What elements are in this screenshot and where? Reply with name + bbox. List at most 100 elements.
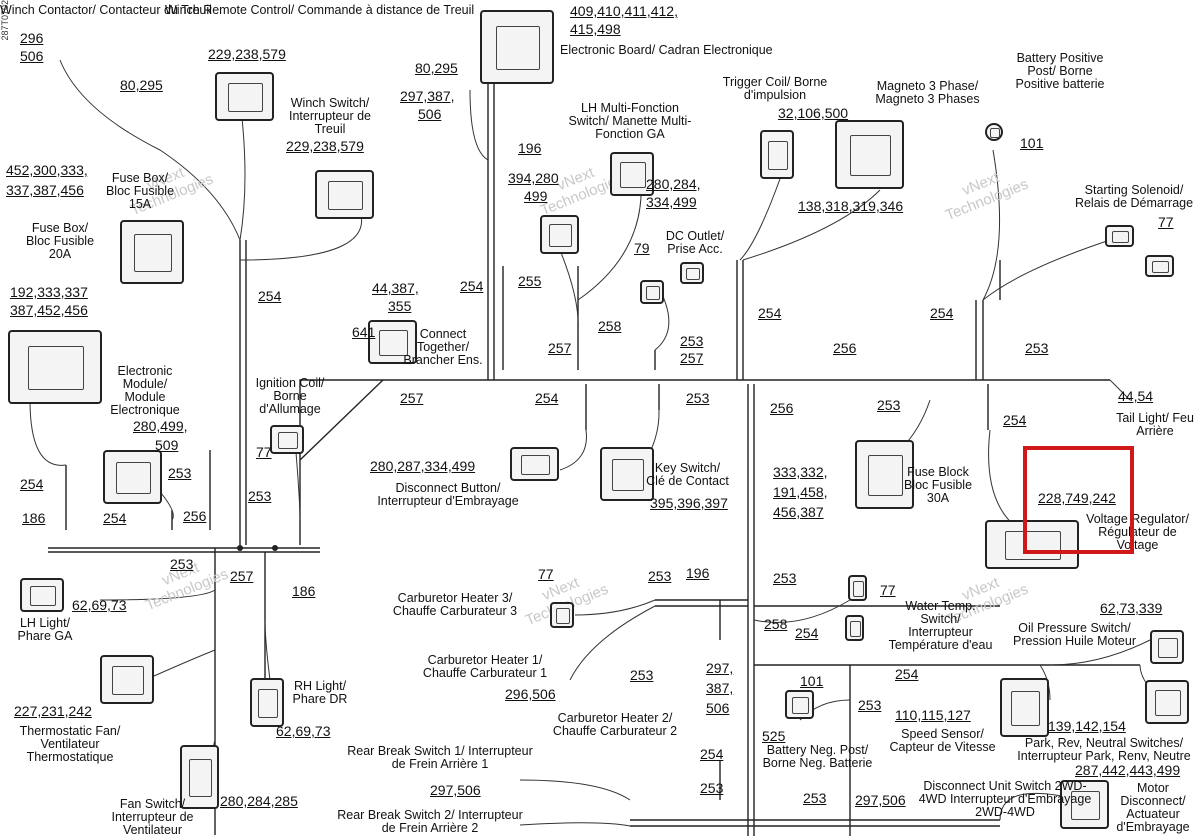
rh-light-connector[interactable] (250, 678, 284, 727)
winch-switch-connector[interactable] (315, 170, 374, 219)
connect-together-connector[interactable] (368, 320, 417, 364)
carb-heater-1-label: Carburetor Heater 1/ Chauffe Carburateur… (410, 654, 560, 680)
wire-tag-196: 196 (686, 565, 710, 581)
winch-contactor-part-b: 506 (20, 48, 44, 64)
disconnect-button-label: Disconnect Button/ Interrupteur d'Embray… (368, 482, 528, 508)
starting-solenoid-label: Starting Solenoid/ Relais de Démarrage (1068, 184, 1200, 210)
winch-remote-connector[interactable] (215, 72, 274, 121)
wire-tag-254: 254 (930, 305, 954, 321)
electronic-module-connector[interactable] (103, 450, 162, 504)
battery-neg-name: Battery Neg. Post/ Borne Neg. Batterie (762, 743, 873, 770)
rh-light-label: RH Light/ Phare DR (285, 680, 355, 706)
fuse-box-15a-icon[interactable] (120, 220, 184, 284)
key-switch-icon[interactable] (600, 447, 654, 501)
dc-outlet-connector[interactable] (680, 262, 704, 284)
highlight-box (1023, 446, 1134, 554)
lh-multi-parts-d: 334,499 (646, 194, 697, 210)
battery-neg-terminal-icon[interactable] (785, 690, 814, 719)
winch-switch-name: Winch Switch/ Interrupteur de Treuil (289, 96, 371, 136)
wire-tag-254: 254 (758, 305, 782, 321)
fuse-block-30a-icon[interactable] (855, 440, 914, 509)
wire-tag-253: 253 (630, 667, 654, 683)
wire-tag-256: 256 (770, 400, 794, 416)
rh-light-parts: 62,69,73 (276, 723, 331, 739)
fan-switch-connector[interactable] (180, 745, 219, 809)
disconnect-button-parts: 280,287,334,499 (370, 458, 476, 474)
wire-tag-257: 257 (548, 340, 572, 356)
electronic-module-parts-a: 280,499, (133, 418, 188, 434)
oil-pressure-parts: 62,73,339 (1100, 600, 1163, 616)
motor-disconnect-connector[interactable] (1060, 780, 1109, 829)
lh-multi-switch-plug[interactable] (540, 215, 579, 254)
disconnect-button-name: Disconnect Button/ Interrupteur d'Embray… (377, 481, 519, 508)
fuse-box-15-name: Fuse Box/ Bloc Fusible 15A (105, 171, 175, 211)
water-temp-connector[interactable] (848, 575, 867, 601)
battery-positive-terminal-icon[interactable] (985, 123, 1003, 141)
harness-branch (299, 379, 384, 461)
starting-solenoid-connector-a[interactable] (1105, 225, 1134, 247)
wire-tag-254: 254 (535, 390, 559, 406)
motor-disconnect-name: Motor Disconnect/ Actuateur d'Embrayage (1116, 781, 1190, 834)
battery-neg-parts-b: 525 (762, 728, 786, 744)
winch-remote-name: Winch Remote Control/ Commande à distanc… (165, 3, 475, 17)
fuse-block-30-name: Fuse Block Bloc Fusible 30A (903, 465, 973, 505)
wire-tag-253: 253 (877, 397, 901, 413)
connect-together-parts-b: 355 (388, 298, 412, 314)
wire-tag-253: 253 (803, 790, 827, 806)
disconnect-button-connector[interactable] (510, 447, 559, 481)
ignition-coil-connector[interactable] (270, 425, 304, 454)
wire-tag-256: 256 (833, 340, 857, 356)
fuse-parts-top-b: 337,387,456 (6, 182, 84, 198)
wire-tag-257: 257 (680, 350, 704, 366)
fan-switch-parts: 280,284,285 (220, 793, 298, 809)
fuse-block-30-parts-b: 191,458, (773, 484, 828, 500)
carb-heater-2-label: Carburetor Heater 2/ Chauffe Carburateur… (540, 712, 690, 738)
voltage-regulator-connector[interactable] (985, 520, 1079, 569)
wire-tag-186: 186 (292, 583, 316, 599)
starting-solenoid-connector-b[interactable] (1145, 255, 1174, 277)
dc-outlet-parts: 79 (634, 240, 650, 256)
neutral-switches-connector[interactable] (1145, 680, 1189, 724)
tail-light-parts: 44,54 (1118, 388, 1154, 404)
thermostatic-fan-name: Thermostatic Fan/ Ventilateur Thermostat… (19, 724, 121, 764)
speedo-parts-c: 506 (418, 106, 442, 122)
wire-tag-253: 253 (680, 333, 704, 349)
water-temp-plug[interactable] (845, 615, 864, 641)
carb-heater-3-label: Carburetor Heater 3/ Chauffe Carburateur… (385, 592, 525, 618)
electronic-board-connector[interactable] (480, 10, 554, 84)
fuse-box-20a-icon[interactable] (8, 330, 102, 404)
rear-brake-1-parts: 297,506 (430, 782, 481, 798)
carb-heater-3-connector[interactable] (550, 602, 574, 628)
thermostatic-fan-connector[interactable] (100, 655, 154, 704)
fan-switch-name: Fan Switch/ Interrupteur de Ventilateur (111, 797, 194, 837)
lh-light-connector[interactable] (20, 578, 64, 612)
lh-multi-switch-connector[interactable] (610, 152, 654, 196)
battery-pos-name: Battery Positive Post/ Borne Positive ba… (1015, 51, 1105, 91)
electronic-module-name: Electronic Module/ Module Electronique (110, 364, 180, 417)
magneto-connector[interactable] (835, 120, 904, 189)
disconnect-unit-parts: 297,506 (855, 792, 906, 808)
oil-pressure-switch-icon[interactable] (1150, 630, 1184, 664)
water-temp-label: Water Temp. Switch/ Interrupteur Tempéra… (888, 600, 993, 652)
trigger-coil-name: Trigger Coil/ Borne d'impulsion (722, 75, 828, 102)
wire-tag-255: 255 (518, 273, 542, 289)
fuse-box-20-parts-a: 192,333,337 (10, 284, 88, 300)
fuse-block-30-parts-a: 333,332, (773, 464, 828, 480)
trigger-coil-parts: 32,106,500 (778, 105, 849, 121)
rear-brake-1-label: Rear Break Switch 1/ Interrupteur de Fre… (340, 745, 540, 771)
dc-outlet-plug[interactable] (640, 280, 664, 304)
oil-pressure-name: Oil Pressure Switch/ Pression Huile Mote… (1013, 621, 1136, 648)
rear-brake-2-label: Rear Break Switch 2/ Interrupteur de Fre… (330, 809, 530, 835)
wire-tag-254: 254 (795, 625, 819, 641)
speed-sensor-connector[interactable] (1000, 678, 1049, 737)
carb-heater-2-parts-b: 387, (706, 680, 734, 696)
key-switch-name: Key Switch/ Clé de Contact (646, 461, 729, 488)
lh-multi-parts-b: 499 (524, 188, 548, 204)
wire-tag-254: 254 (895, 666, 919, 682)
wire-tag-253: 253 (168, 465, 192, 481)
speedo-parts-a: 80,295 (415, 60, 458, 76)
carb-heater-3-parts: 77 (538, 566, 554, 582)
tail-light-name: Tail Light/ Feu Arrière (1116, 411, 1194, 438)
trigger-coil-connector[interactable] (760, 130, 794, 179)
